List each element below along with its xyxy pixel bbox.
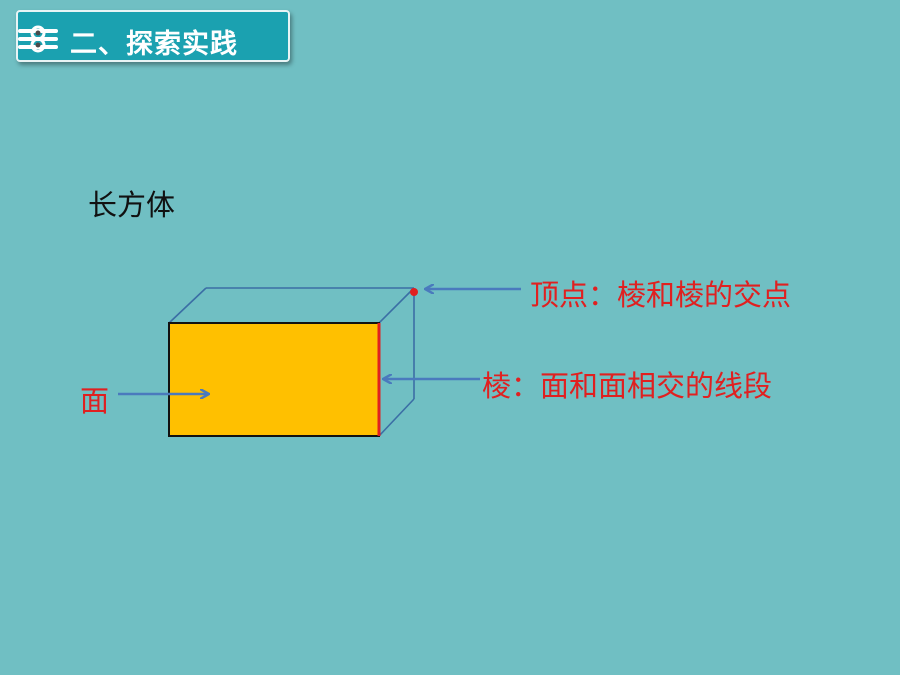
highlighted-vertex (410, 288, 418, 296)
face-label: 面 (80, 384, 110, 418)
edge-label: 棱：面和面相交的线段 (482, 369, 773, 403)
binder-rings-icon (18, 25, 58, 53)
section-title: 二、探索实践 (70, 29, 238, 60)
cuboid-depth-edges (168, 287, 415, 437)
section-title-bar: 二、探索实践 (16, 10, 290, 62)
front-face (168, 322, 380, 437)
vertex-label: 顶点：棱和棱的交点 (530, 278, 792, 312)
diagram-heading: 长方体 (88, 188, 176, 222)
